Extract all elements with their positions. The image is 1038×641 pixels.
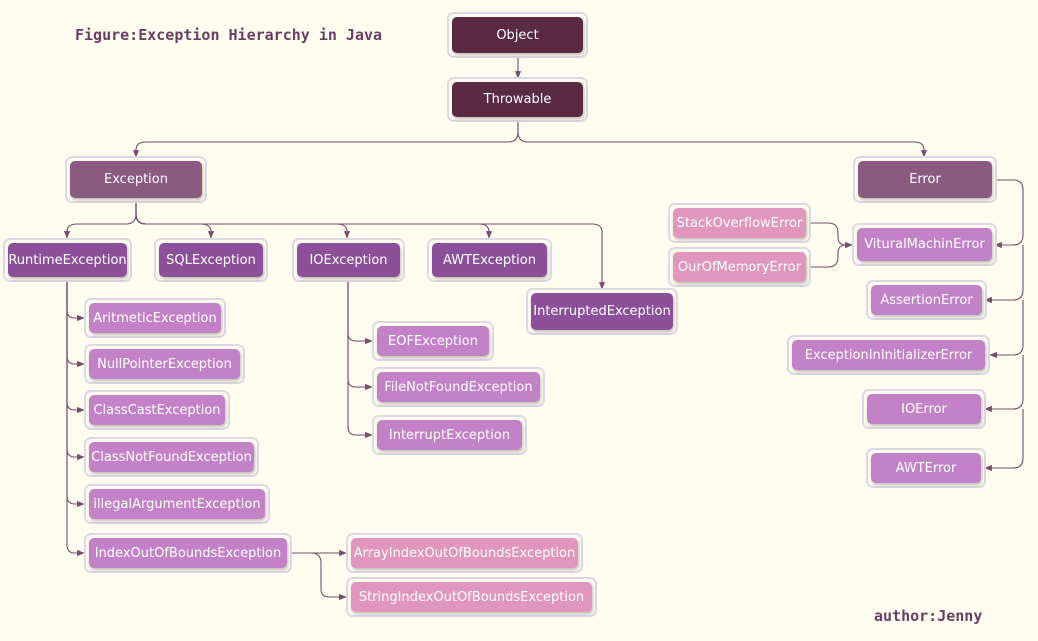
edge-throwable-exception [132,120,519,158]
edge-io-eof [347,281,373,345]
edge-indexoob-stringioob [291,552,347,601]
edge-io-filenotfound [347,281,373,391]
node-awt-error: AWTError [866,448,986,488]
node-arrayindexoutofbounds-exception: ArrayIndexOutOfBoundsException [346,533,583,573]
edge-runtime-indexoob [66,281,85,557]
edge-error-ioerror [984,355,1024,413]
edge-exception-sql [135,203,215,239]
node-error: Error [853,156,997,203]
edge-stackoverflow-virtualmachine [810,222,853,249]
node-assertion-error: AssertionError [866,280,987,320]
node-interrupted-exception: InterruptedException [526,288,678,335]
edge-outofmemory-virtualmachine [810,241,853,268]
node-object: Object [447,12,588,58]
node-runtime-exception: RuntimeException [3,238,132,282]
edge-runtime-nullpointer [66,281,85,368]
node-io-error: IOError [862,389,986,429]
node-exception: Exception [65,156,207,203]
node-indexoutofbounds-exception: IndexOutOfBoundsException [84,533,292,573]
node-aritmetic-exception: AritmeticException [84,298,226,338]
node-io-exception: IOException [292,238,405,282]
node-throwable: Throwable [447,77,588,122]
edge-error-exinit [989,300,1024,359]
node-stringindexoutofbounds-exception: StringIndexOutOfBoundsException [346,577,597,617]
edge-error-virtualmachine [993,179,1024,249]
figure-caption: Figure:Exception Hierarchy in Java [75,26,383,44]
node-outofmemory-error: OurOfMemoryError [668,247,811,287]
edge-io-interrupt [347,281,373,439]
edge-runtime-illegalarg [66,281,85,508]
edge-exception-awt [135,203,493,239]
author-credit: author:Jenny [874,607,983,625]
node-interrupt-exception: InterruptException [372,415,527,455]
node-virtualmachine-error: VituralMachinError [852,223,997,266]
node-illegalargument-exception: illegalArgumentException [84,484,270,524]
edge-exception-io [135,203,351,239]
edge-exception-interrupted [135,203,606,290]
edge-runtime-classcast [66,281,85,414]
node-sql-exception: SQLException [154,238,268,282]
edge-error-awterror [984,409,1024,472]
node-nullpointer-exception: NullPointerException [84,344,245,384]
node-awt-exception: AWTException [427,238,552,282]
node-eof-exception: EOFException [372,321,494,361]
node-stackoverflow-error: StackOverflowError [668,203,811,243]
node-classnotfound-exception: ClassNotFoundException [84,437,259,477]
edge-throwable-error [517,120,928,158]
node-exceptionininitializer-error: ExceptionInInitializerError [787,335,990,375]
edge-error-assertion [984,245,1024,304]
edge-runtime-aritmetic [66,281,85,322]
edge-exception-runtime [63,203,137,239]
edge-runtime-classnotfound [66,281,85,461]
node-filenotfound-exception: FileNotFoundException [372,367,545,407]
node-classcast-exception: ClassCastException [84,390,230,430]
